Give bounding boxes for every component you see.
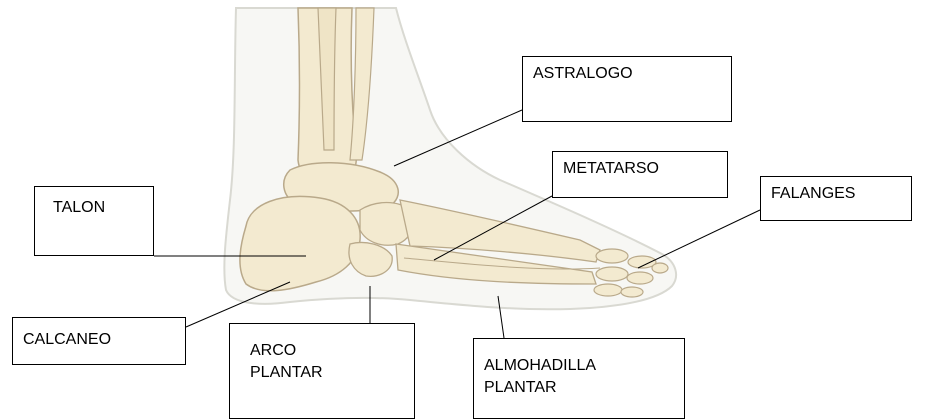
label-falanges: FALANGES [760, 176, 912, 221]
label-astralogo: ASTRALOGO [522, 56, 732, 122]
label-arco-plantar: ARCO PLANTAR [229, 323, 415, 419]
label-talon: TALON [34, 186, 154, 256]
label-metatarso: METATARSO [552, 151, 728, 198]
label-almohadilla-plantar: ALMOHADILLA PLANTAR [473, 338, 685, 419]
label-calcaneo: CALCANEO [12, 317, 186, 365]
leader-line-falanges [638, 210, 760, 268]
